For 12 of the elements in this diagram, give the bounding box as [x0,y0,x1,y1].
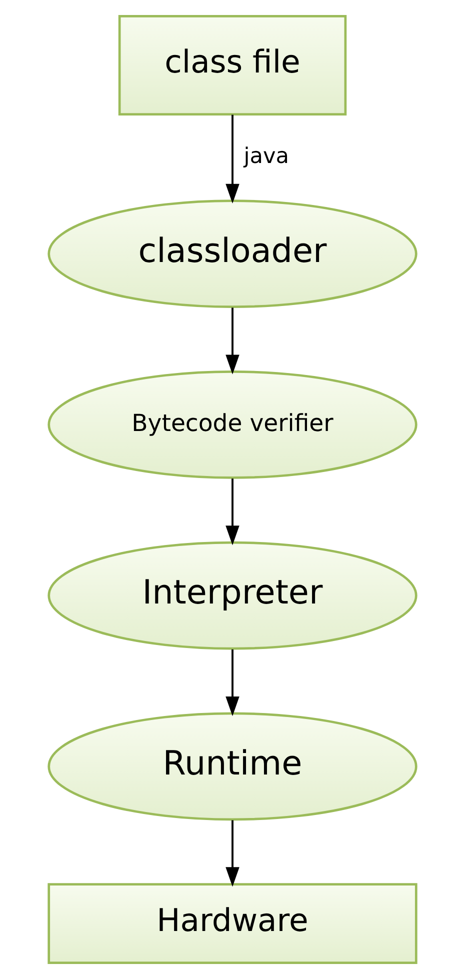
node-box: class file [118,14,347,116]
node-ellipse: Interpreter [48,541,418,650]
arrow [226,820,240,887]
node-box: Hardware [48,883,418,964]
arrow [226,308,240,374]
node-ellipse: Runtime [48,712,418,821]
edge-label: java [244,144,289,170]
arrow [226,478,240,546]
arrow [226,649,240,716]
node-ellipse: Bytecode verifier [48,370,418,479]
node-ellipse: classloader [48,200,418,308]
arrow [226,114,240,204]
